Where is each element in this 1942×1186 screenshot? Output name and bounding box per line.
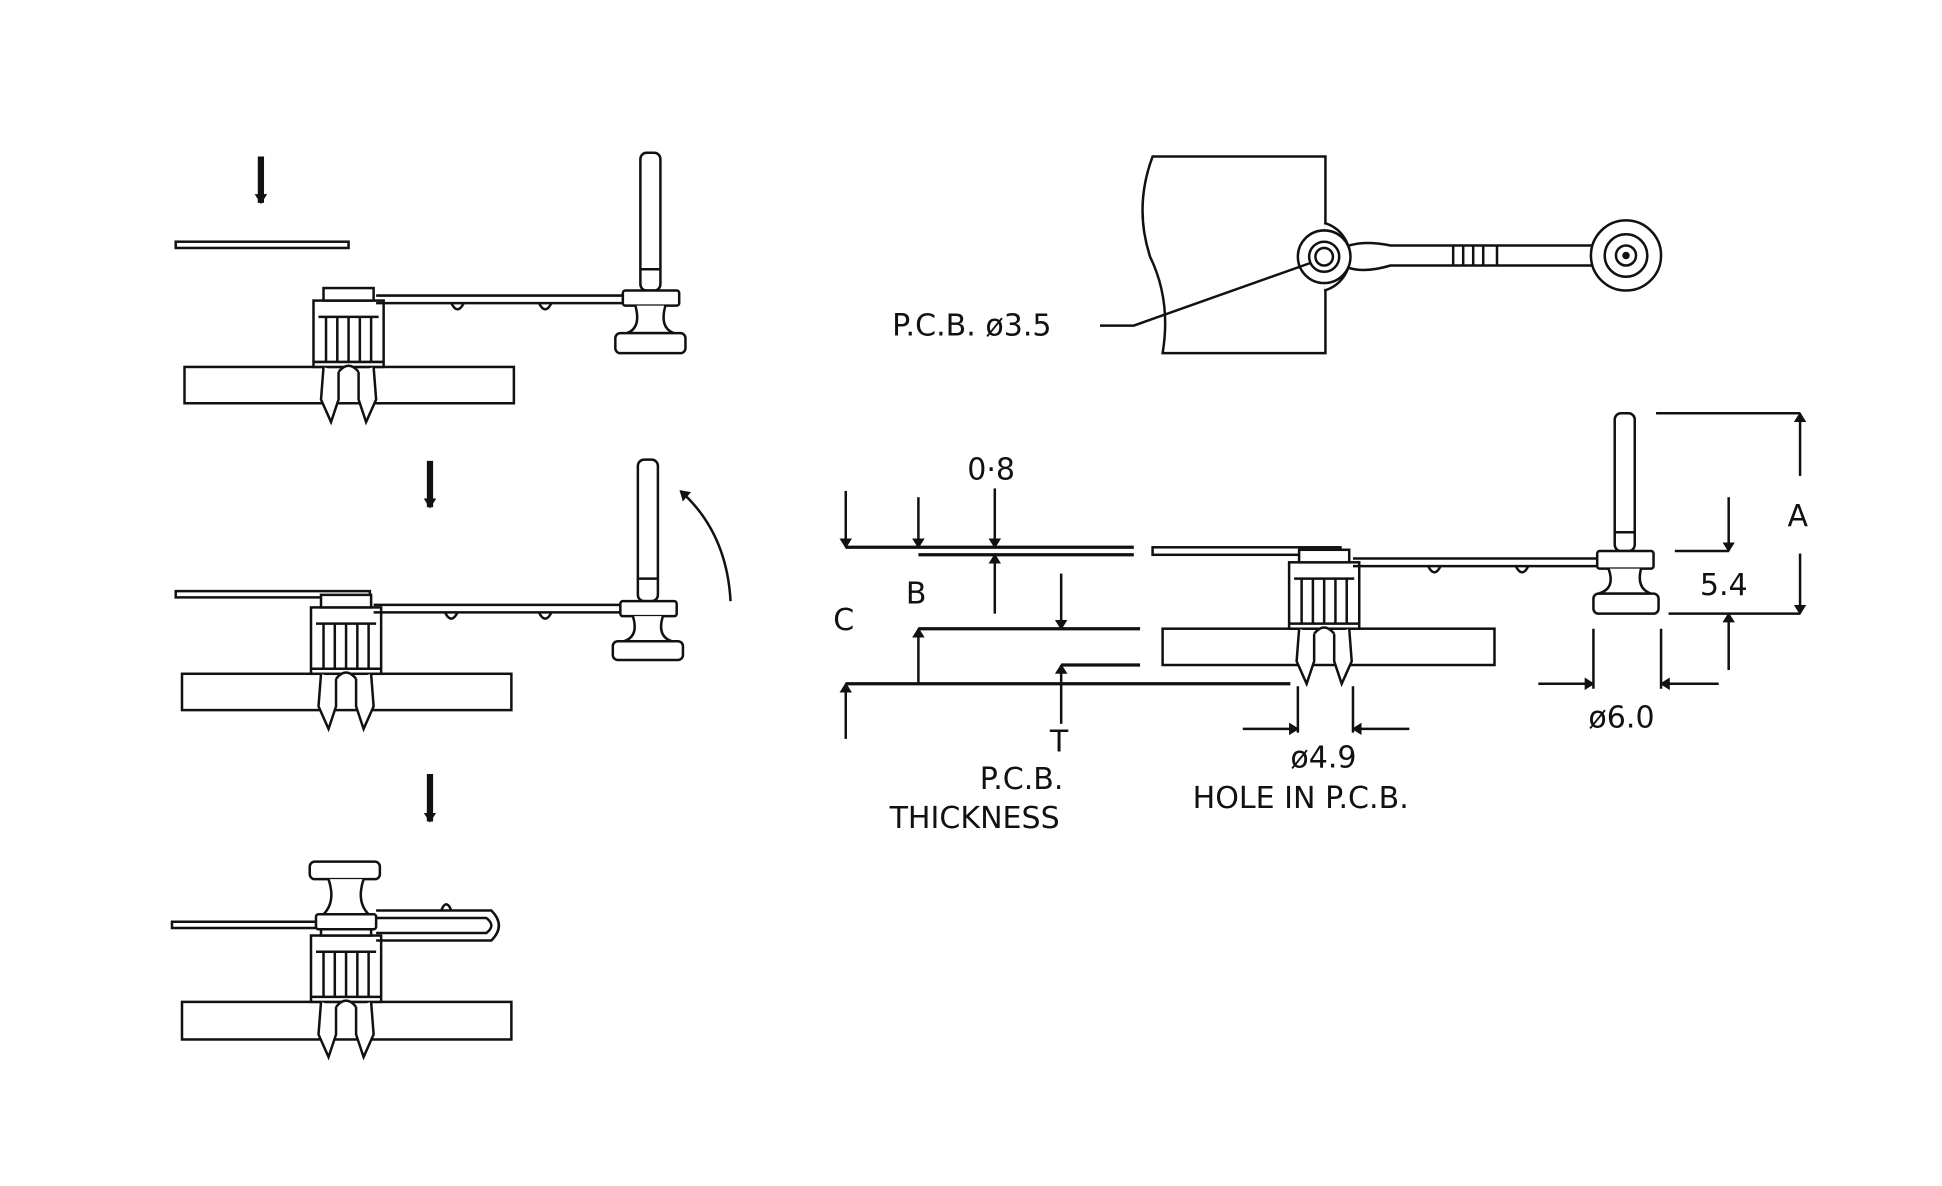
pcb-section <box>183 365 516 405</box>
strap-top <box>1348 241 1604 272</box>
fastener-base <box>309 593 383 731</box>
strap <box>376 294 627 311</box>
dim-0-8-label: 0·8 <box>967 453 1015 488</box>
pcb-hole-diameter-label: P.C.B. ø3.5 <box>892 309 1051 344</box>
fastener-base <box>1287 548 1361 686</box>
step-3-assembly <box>170 773 513 1059</box>
locking-pin <box>611 458 685 662</box>
dimensioned-side-view: 0·8 B C T P.C.B. THICKNESS ø4.9 HOLE IN … <box>833 412 1809 836</box>
step-2-assembly <box>174 458 732 731</box>
fastener-base <box>309 921 383 1059</box>
top-view: P.C.B. ø3.5 <box>892 155 1663 355</box>
hole-caption-label: HOLE IN P.C.B. <box>1193 781 1409 816</box>
strap-looped <box>376 903 501 942</box>
head-diameter-label: ø6.0 <box>1588 701 1654 736</box>
locking-pin-inserted <box>308 860 382 931</box>
dim-t-label: T <box>1049 724 1069 759</box>
pcb-thickness-label-2: THICKNESS <box>889 801 1060 836</box>
fastener-base <box>312 286 385 424</box>
strap <box>1352 557 1601 574</box>
pcb-section <box>180 672 513 712</box>
dim-5-4-label: 5.4 <box>1700 568 1748 603</box>
dim-c-label: C <box>833 603 854 638</box>
pcb-top-section <box>1141 155 1327 355</box>
dim-b-label: B <box>906 577 927 612</box>
wire-cable <box>174 240 350 250</box>
pcb-section <box>180 1000 513 1041</box>
hole-diameter-label: ø4.9 <box>1290 741 1356 776</box>
pcb-thickness-label-1: P.C.B. <box>980 762 1064 797</box>
step-1-assembly <box>174 151 687 424</box>
rotate-arrow-icon <box>679 489 732 602</box>
pcb-section <box>1161 627 1496 667</box>
dim-a-label: A <box>1788 499 1809 534</box>
strap <box>373 603 623 620</box>
locking-pin <box>614 151 687 355</box>
locking-pin <box>1592 412 1660 615</box>
leader-line <box>1099 261 1311 327</box>
